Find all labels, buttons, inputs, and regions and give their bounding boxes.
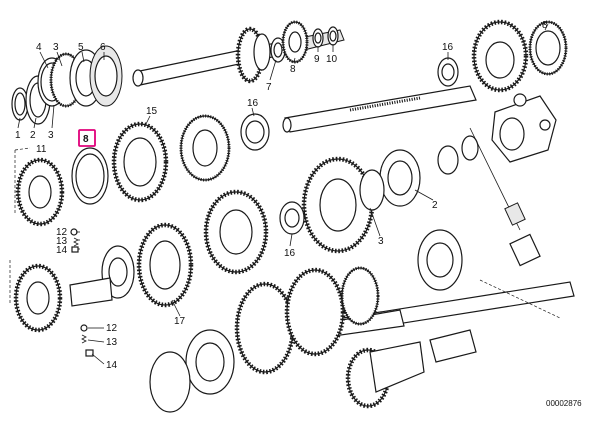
gear-lower-left xyxy=(13,263,63,333)
needle-bearing-middle xyxy=(279,201,305,235)
detent-14-lower xyxy=(85,349,94,357)
callout-3-middle: 3 xyxy=(378,236,384,247)
callout-1: 1 xyxy=(15,130,21,141)
gear-middle-center xyxy=(179,114,231,182)
gear-large-top-right xyxy=(471,19,529,93)
callout-15: 15 xyxy=(146,106,158,117)
synchro-gear-8-right xyxy=(528,20,568,76)
alignment-lines xyxy=(9,147,561,319)
shim-lower xyxy=(149,351,191,413)
callout-12-lower: 12 xyxy=(106,323,118,334)
cluster-gear-large xyxy=(234,266,380,375)
callout-8-right: 8 xyxy=(542,20,548,31)
bearing-16-top xyxy=(437,57,459,87)
callout-13-lower: 13 xyxy=(106,337,118,348)
diagram-reference-number: 00002876 xyxy=(546,399,582,408)
bearing-lower-right xyxy=(417,229,463,291)
callout-3-top: 3 xyxy=(53,42,59,53)
bearing-lower-left xyxy=(185,329,235,395)
large-gear-middle-right xyxy=(301,156,375,254)
gear-15 xyxy=(111,121,169,203)
callout-8-highlighted: 8 xyxy=(83,134,89,145)
callout-8-highlight-box xyxy=(78,129,96,147)
callout-16-middle: 16 xyxy=(247,98,259,109)
callout-16-top: 16 xyxy=(442,42,454,53)
callout-12-upper: 12 xyxy=(56,227,68,238)
gear-11 xyxy=(15,157,65,227)
ball-12-lower xyxy=(80,324,88,332)
ring-9 xyxy=(312,28,324,48)
callout-2-middle: 2 xyxy=(432,200,438,211)
callout-16-lower: 16 xyxy=(284,248,296,259)
synchro-ring-8-highlighted-part xyxy=(71,147,109,205)
bearing-small-right xyxy=(437,135,479,175)
callout-3-left: 3 xyxy=(48,130,54,141)
callout-5: 5 xyxy=(78,42,84,53)
callout-9: 9 xyxy=(314,54,320,65)
bearing-16-middle xyxy=(240,113,270,151)
callout-10: 10 xyxy=(326,54,338,65)
gear-top-center xyxy=(235,26,271,84)
callout-2-top: 2 xyxy=(30,130,36,141)
gear-second-large xyxy=(203,189,269,275)
callout-7: 7 xyxy=(266,82,272,93)
gear-17 xyxy=(136,222,194,308)
spring-13-lower xyxy=(81,334,87,344)
callout-13-upper: 13 xyxy=(56,236,68,247)
countershaft xyxy=(329,281,575,337)
callout-17: 17 xyxy=(174,316,186,327)
needle-roller-lower xyxy=(429,329,477,363)
callout-8-top: 8 xyxy=(290,64,296,75)
leader-lines xyxy=(17,23,549,365)
callout-6: 6 xyxy=(100,42,106,53)
synchro-gear-8-top xyxy=(281,20,309,64)
detent-14-upper xyxy=(71,246,79,253)
callout-11: 11 xyxy=(36,144,47,155)
spring-13-upper xyxy=(73,237,79,247)
input-shaft-lower xyxy=(69,277,113,307)
pinion-gear-bottom xyxy=(345,341,425,409)
ring-10 xyxy=(327,26,339,46)
output-shaft xyxy=(282,85,477,133)
seal-3-middle xyxy=(359,169,385,211)
callout-4: 4 xyxy=(36,42,42,53)
shift-bracket xyxy=(491,93,557,163)
sleeve-6 xyxy=(89,45,123,107)
shift-rod xyxy=(469,127,541,267)
callout-14-lower: 14 xyxy=(106,360,118,371)
bearing-2-middle xyxy=(379,149,421,207)
callout-14-upper: 14 xyxy=(56,245,68,256)
